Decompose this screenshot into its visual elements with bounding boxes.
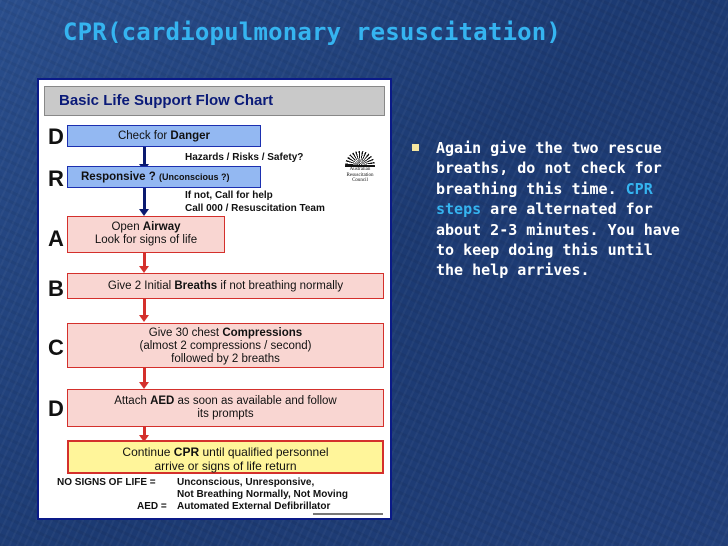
letter-response: R [48, 166, 64, 191]
step-danger-text: Check for [117, 130, 171, 142]
step-breaths: Give 2 Initial Breaths if not breathing … [67, 273, 384, 299]
arrow-breaths-compressions [139, 299, 149, 322]
step-aed-text: Attach [114, 395, 151, 407]
step-airway-text: Open [111, 221, 143, 233]
step-compressions: Give 30 chest Compressions (almost 2 com… [67, 323, 384, 368]
step-aed: Attach AED as soon as available and foll… [67, 389, 384, 427]
step-aed-text-2: as soon as available and follow [174, 395, 337, 407]
responsive-note-1: If not, Call for help [185, 190, 273, 201]
step-compressions-line-2: (almost 2 compressions / second) [139, 340, 312, 352]
letter-compressions: C [48, 335, 64, 360]
arc-logo-line-1: Australian [349, 167, 371, 172]
arrow-danger-responsive [139, 147, 149, 171]
bls-flow-chart: Basic Life Support Flow Chart D R A B C … [37, 78, 392, 520]
bullet-text: Again give the two rescue breaths, do no… [436, 138, 684, 281]
bullet-text-end: are alternated for about 2-3 minutes. Yo… [436, 200, 680, 280]
step-aed-keyword: AED [150, 395, 175, 407]
letter-airway: A [48, 226, 64, 251]
step-continue-text: Continue [122, 445, 174, 459]
arrow-airway-breaths [139, 253, 149, 273]
step-compressions-keyword: Compressions [222, 327, 303, 339]
step-responsive-sub: (Unconscious ?) [158, 172, 230, 182]
step-continue-line-2: arrive or signs of life return [154, 459, 297, 473]
danger-note: Hazards / Risks / Safety? [185, 152, 304, 163]
chart-header-title: Basic Life Support Flow Chart [59, 92, 274, 109]
fine-print [313, 513, 383, 515]
slide-title: CPR(cardiopulmonary resuscitation) [63, 18, 562, 46]
responsive-note-2: Call 000 / Resuscitation Team [185, 203, 325, 214]
legend-signs-label: NO SIGNS OF LIFE = [57, 477, 156, 488]
legend-signs-value-2: Not Breathing Normally, Not Moving [177, 489, 348, 500]
step-breaths-text: Give 2 Initial [107, 280, 175, 292]
step-continue-keyword: CPR [173, 445, 200, 459]
step-continue-text-2: until qualified personnel [199, 445, 329, 459]
bullet-marker-icon [412, 144, 419, 151]
step-aed-line-2: its prompts [197, 408, 254, 420]
step-continue-cpr: Continue CPR until qualified personnel a… [67, 440, 384, 474]
step-breaths-keyword: Breaths [174, 280, 218, 292]
letter-defibrillation: D [48, 396, 64, 421]
letter-breathing: B [48, 276, 64, 301]
legend-aed-value: Automated External Defibrillator [177, 501, 331, 512]
arrow-compressions-aed [139, 368, 149, 389]
legend-signs-value-1: Unconscious, Unresponsive, [177, 477, 315, 488]
step-responsive-text: Responsive ? [81, 171, 159, 183]
step-danger-keyword: Danger [170, 130, 211, 142]
step-compressions-line-3: followed by 2 breaths [171, 353, 280, 365]
legend-aed-label: AED = [137, 501, 167, 512]
step-airway-keyword: Airway [142, 221, 181, 233]
step-responsive: Responsive ? (Unconscious ?) [67, 166, 261, 188]
chart-header: Basic Life Support Flow Chart [44, 86, 385, 116]
step-danger: Check for Danger [67, 125, 261, 147]
arrow-responsive-airway [139, 188, 149, 216]
arc-logo-icon [345, 151, 375, 167]
arc-logo-line-3: Council [352, 178, 368, 183]
arc-logo: Australian Resuscitation Council [338, 151, 382, 189]
step-airway-line-2: Look for signs of life [94, 234, 198, 246]
arc-logo-line-2: Resuscitation [346, 172, 374, 178]
step-breaths-text-2: if not breathing normally [217, 280, 344, 292]
step-compressions-text: Give 30 chest [148, 327, 223, 339]
bullet-highlight: CPR steps [436, 179, 653, 219]
letter-danger: D [48, 124, 64, 149]
arrow-aed-continue [139, 427, 149, 442]
step-airway: Open Airway Look for signs of life [67, 216, 225, 253]
bullet-text-start: Again give the two rescue breaths, do no… [436, 139, 662, 198]
